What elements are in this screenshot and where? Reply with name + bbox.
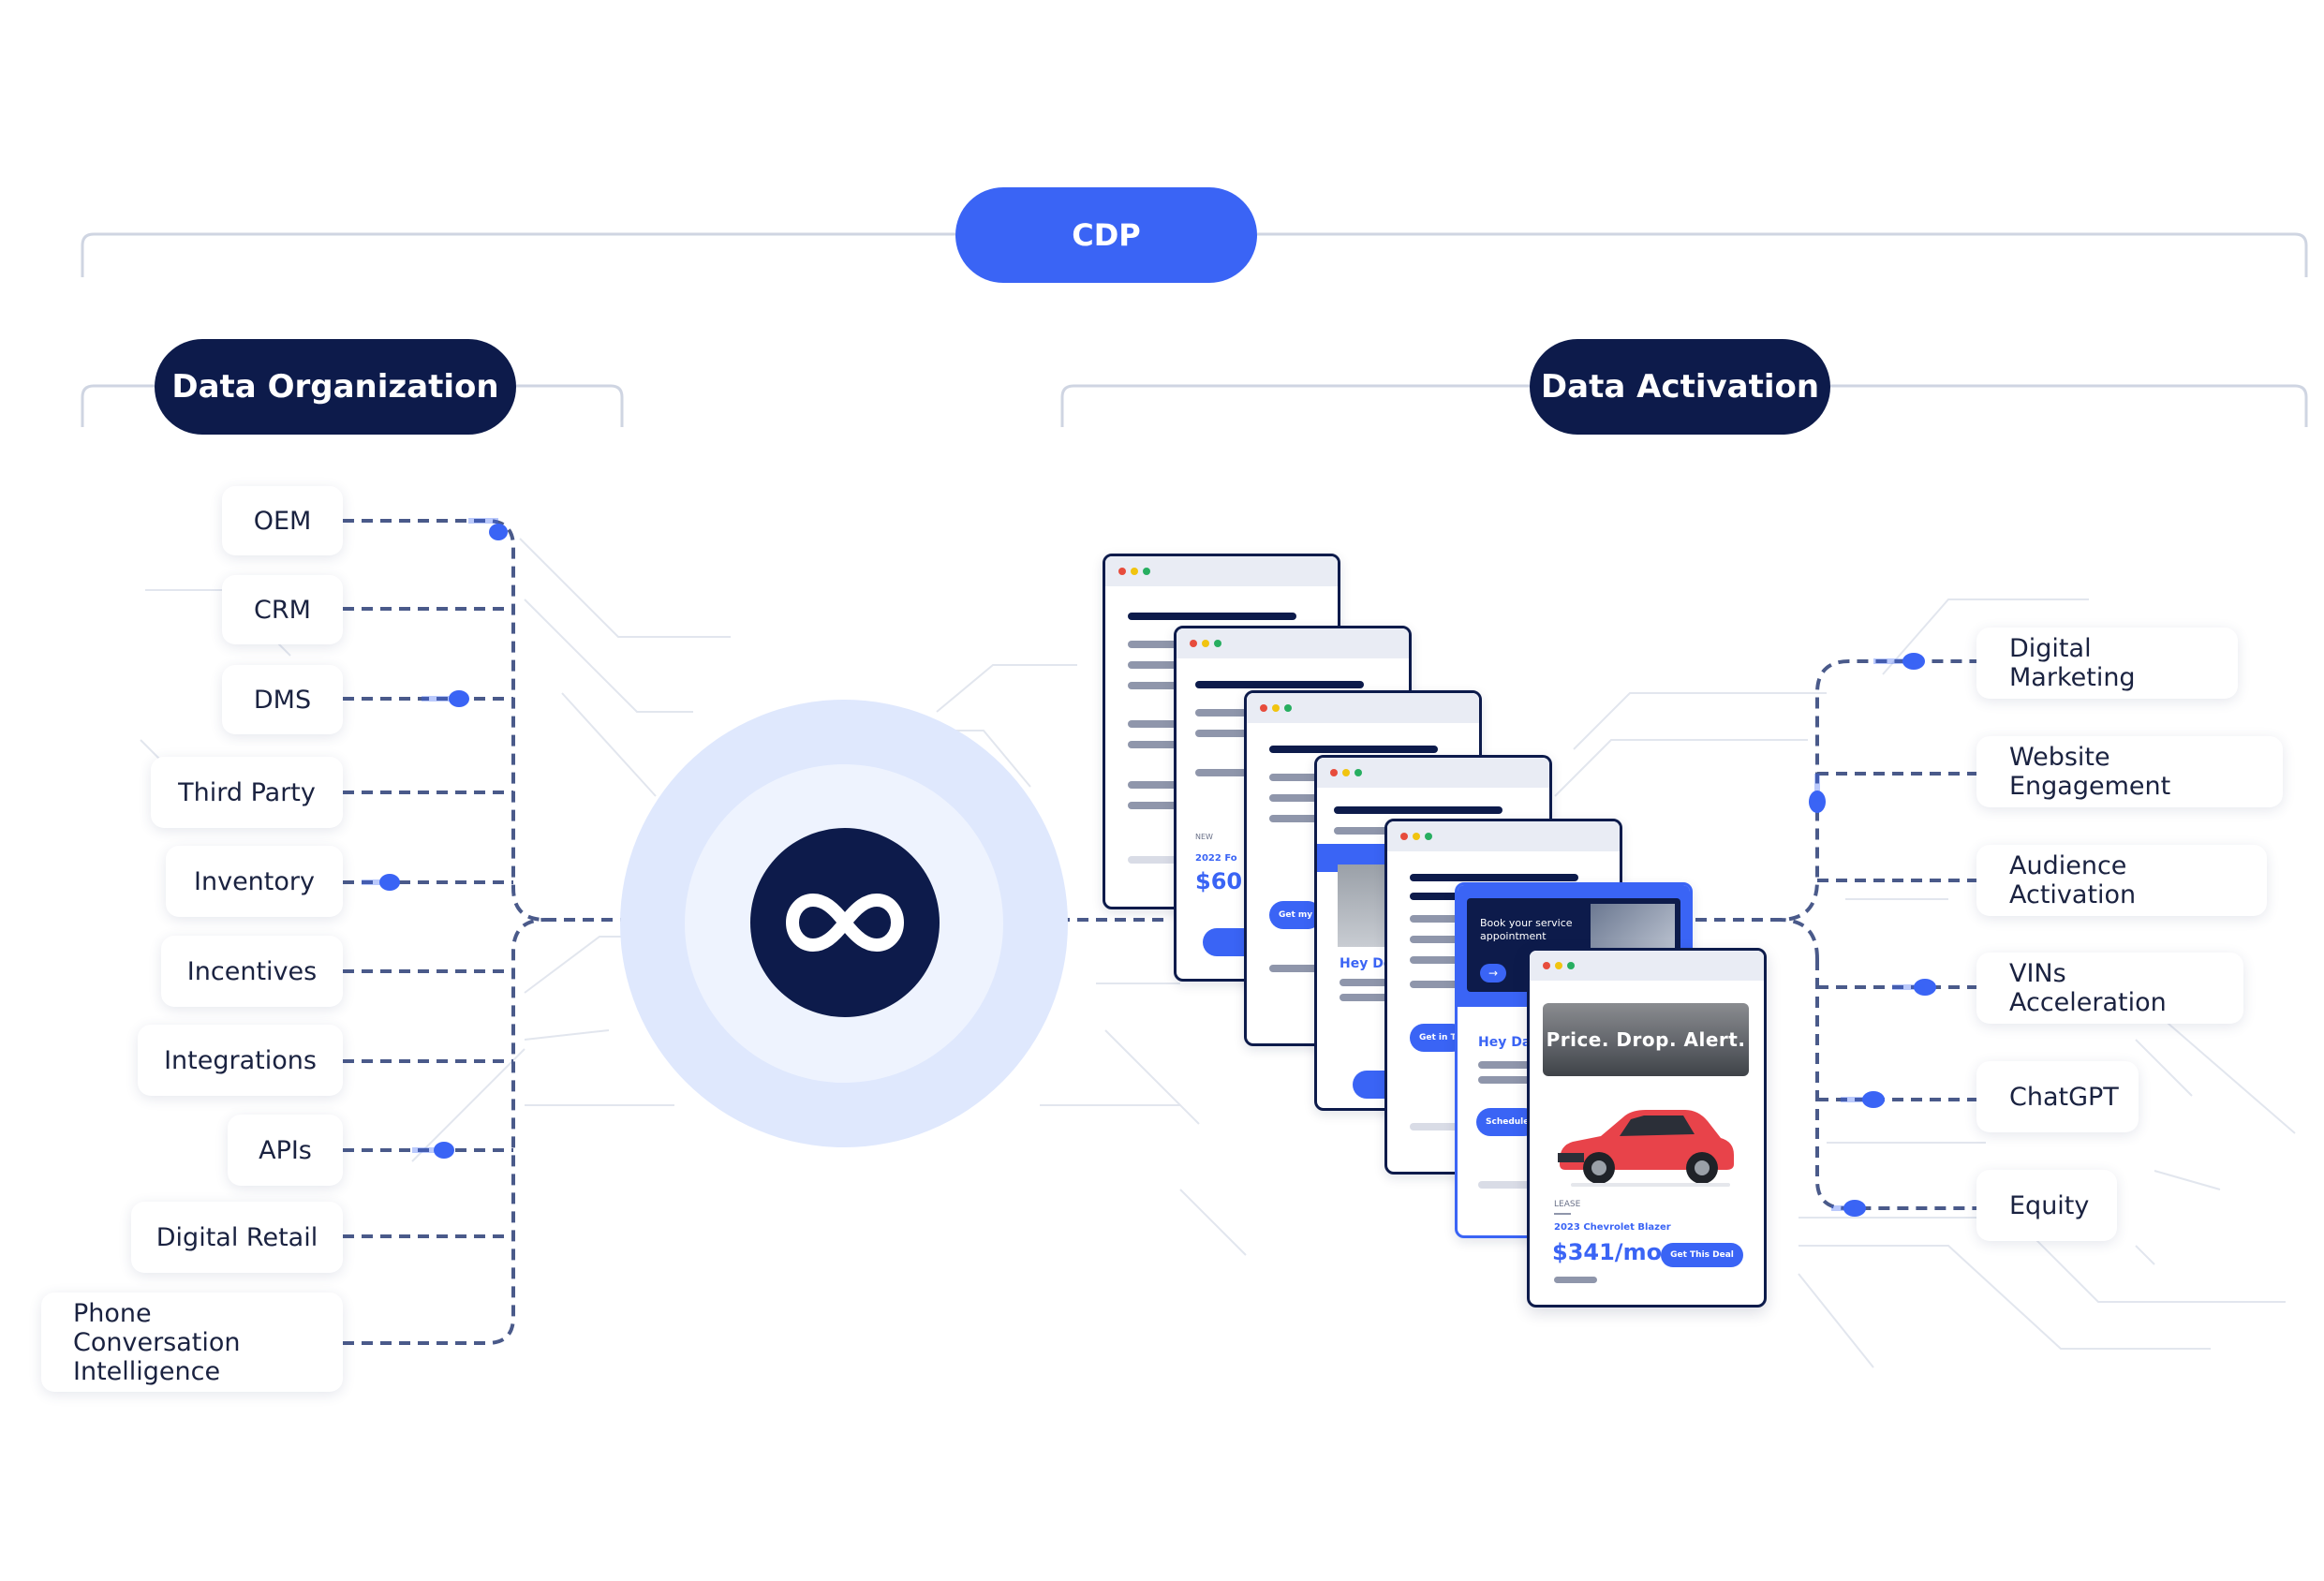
arrow-right-icon: → xyxy=(1480,964,1506,983)
source-card-apis: APIs xyxy=(228,1115,343,1186)
vehicle-model: 2023 Chevrolet Blazer xyxy=(1554,1222,1671,1233)
source-label: DMS xyxy=(253,685,312,715)
source-card-inventory: Inventory xyxy=(166,846,343,917)
infinity-icon xyxy=(750,828,940,1017)
source-label: APIs xyxy=(259,1135,312,1165)
window-cta-label: Schedule xyxy=(1486,1117,1530,1127)
banner-text: Price. Drop. Alert. xyxy=(1546,1028,1746,1051)
window-greeting: Hey Do xyxy=(1340,956,1393,971)
source-card-integrations: Integrations xyxy=(138,1025,343,1096)
output-card-equity: Equity xyxy=(1976,1170,2117,1241)
placeholder-line xyxy=(1554,1277,1597,1283)
data-activation-pill: Data Activation xyxy=(1530,339,1830,435)
car-image xyxy=(1552,1095,1739,1192)
source-card-incentives: Incentives xyxy=(161,936,343,1007)
source-card-third-party: Third Party xyxy=(151,757,343,828)
output-label: VINs Acceleration xyxy=(2009,959,2167,1017)
window-price: $60 xyxy=(1195,868,1243,894)
window-cta-label: Get in T xyxy=(1419,1033,1457,1042)
source-label: Third Party xyxy=(178,777,316,807)
deal-button-label: Get This Deal xyxy=(1670,1250,1734,1260)
output-card-audience-activation: Audience Activation xyxy=(1976,845,2267,916)
output-label: Equity xyxy=(2009,1190,2090,1220)
source-card-digital-retail: Digital Retail xyxy=(131,1202,343,1273)
output-label: Website Engagement xyxy=(2009,743,2171,801)
source-card-crm: CRM xyxy=(222,575,343,644)
source-card-oem: OEM xyxy=(222,486,343,555)
window-cta-label: Get my xyxy=(1279,910,1313,920)
source-card-phone-conversation-intelligence: Phone Conversation Intelligence xyxy=(41,1293,343,1392)
output-card-vins-acceleration: VINs Acceleration xyxy=(1976,953,2243,1024)
source-label: OEM xyxy=(253,506,312,536)
source-label: Integrations xyxy=(164,1045,317,1075)
data-activation-label: Data Activation xyxy=(1540,368,1820,406)
source-label: Incentives xyxy=(186,956,318,986)
window-greeting: Hey Da xyxy=(1478,1035,1532,1050)
source-label: CRM xyxy=(254,595,311,625)
window-headline: Book your service appointment xyxy=(1480,917,1573,942)
output-label: Audience Activation xyxy=(2009,851,2137,909)
output-card-digital-marketing: Digital Marketing xyxy=(1976,628,2238,699)
source-label: Inventory xyxy=(194,866,315,896)
get-this-deal-button: Get This Deal xyxy=(1661,1243,1743,1267)
source-label: Digital Retail xyxy=(155,1222,318,1252)
price-drop-banner: Price. Drop. Alert. xyxy=(1543,1003,1749,1076)
vehicle-price: $341/mo xyxy=(1552,1239,1663,1265)
cdp-pill: CDP xyxy=(955,187,1257,283)
cdp-label: CDP xyxy=(1072,217,1141,253)
output-card-chatgpt: ChatGPT xyxy=(1976,1061,2139,1132)
output-label: Digital Marketing xyxy=(2009,634,2136,692)
window-model: 2022 Fo xyxy=(1195,853,1237,864)
offer-tag: LEASE xyxy=(1554,1200,1581,1209)
source-card-dms: DMS xyxy=(222,665,343,734)
price-drop-alert-window: Price. Drop. Alert. LEASE 2023 Chevrolet… xyxy=(1527,948,1767,1308)
window-cta: Get my xyxy=(1269,901,1323,929)
data-organization-pill: Data Organization xyxy=(155,339,516,435)
output-card-website-engagement: Website Engagement xyxy=(1976,736,2283,807)
data-organization-label: Data Organization xyxy=(171,368,499,406)
output-label: ChatGPT xyxy=(2009,1082,2119,1112)
source-label: Phone Conversation Intelligence xyxy=(73,1298,241,1386)
window-tag: NEW xyxy=(1195,833,1213,841)
tag-underline xyxy=(1554,1213,1571,1215)
